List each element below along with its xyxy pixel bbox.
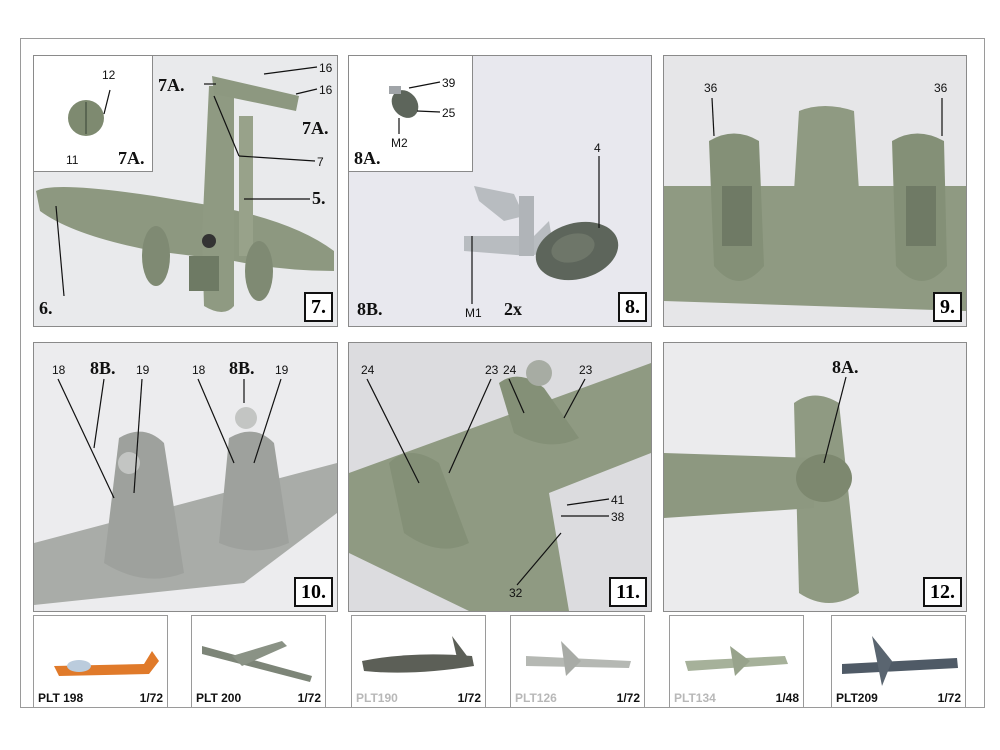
product-thumb-plt200[interactable]: PLT 200 1/72 [191, 615, 326, 708]
callout-m1: M1 [465, 306, 482, 320]
part-12-disc [68, 100, 104, 136]
callout-19-right: 19 [275, 363, 289, 377]
step-12-photo [664, 395, 859, 603]
step-10-photo [34, 407, 337, 605]
callout-23-mid: 23 [485, 363, 499, 377]
product-scale: 1/72 [297, 691, 321, 705]
callout-7: 7 [317, 155, 324, 169]
quantity-2x: 2x [504, 299, 522, 319]
product-thumb-plt198[interactable]: PLT 198 1/72 [33, 615, 168, 708]
leader-lines-8a [398, 81, 441, 134]
aircraft-image [202, 641, 312, 682]
product-thumb-plt209[interactable]: PLT209 1/72 [831, 615, 966, 708]
leader-lines-10 [57, 378, 282, 499]
step-11-panel: 24 23 24 23 41 38 32 11. [348, 342, 652, 612]
callout-4: 4 [594, 141, 601, 155]
product-scale: 1/72 [937, 691, 961, 705]
inset-label-7a: 7A. [118, 148, 145, 168]
step-number-11: 11. [609, 577, 647, 607]
step-number-7: 7. [304, 292, 333, 322]
inset-label-8a: 8A. [354, 148, 381, 168]
product-code: PLT134 [674, 691, 716, 705]
step-12-panel: 8A. 12. [663, 342, 967, 612]
product-scale: 1/72 [457, 691, 481, 705]
product-scale: 1/72 [616, 691, 640, 705]
step-11-photo [349, 360, 651, 611]
product-thumb-plt126[interactable]: PLT126 1/72 [510, 615, 645, 708]
label-8b-right: 8B. [229, 358, 255, 378]
step-number-10: 10. [294, 577, 333, 607]
callout-36-left: 36 [704, 81, 718, 95]
step-10-panel: 18 8B. 19 18 8B. 19 10. [33, 342, 338, 612]
callout-38: 38 [611, 510, 625, 524]
aircraft-image [362, 636, 474, 673]
product-code: PLT190 [356, 691, 398, 705]
step-7-photo [36, 76, 334, 312]
product-thumb-plt190[interactable]: PLT190 1/72 [351, 615, 486, 708]
step-9-photo [664, 106, 966, 311]
leader-lines-9 [711, 97, 943, 137]
step-8-photo [464, 186, 619, 281]
callout-19-left: 19 [136, 363, 150, 377]
label-6: 6. [39, 298, 53, 318]
callout-41: 41 [611, 493, 625, 507]
callout-18-right: 18 [192, 363, 206, 377]
product-thumb-plt134[interactable]: PLT134 1/48 [669, 615, 804, 708]
step-number-9: 9. [933, 292, 962, 322]
product-scale: 1/48 [775, 691, 799, 705]
step-7-panel: 12 11 7A. 7A. 16 16 7A. 7 5. 6. 7. [33, 55, 338, 327]
product-code: PLT 198 [38, 691, 84, 705]
callout-23-right: 23 [579, 363, 593, 377]
callout-18-left: 18 [52, 363, 66, 377]
callout-16-top: 16 [319, 61, 333, 75]
label-8a: 8A. [832, 357, 859, 377]
callout-m2: M2 [391, 136, 408, 150]
leader-lines-7 [55, 66, 318, 297]
label-8b: 8B. [357, 299, 383, 319]
callout-24-mid: 24 [503, 363, 517, 377]
step-8a-inset: 39 25 M2 8A. [349, 56, 473, 172]
product-scale: 1/72 [139, 691, 163, 705]
product-code: PLT 200 [196, 691, 242, 705]
label-7a-right: 7A. [302, 118, 329, 138]
aircraft-image [685, 646, 788, 676]
aircraft-image [54, 651, 159, 676]
callout-36-right: 36 [934, 81, 948, 95]
step-number-8: 8. [618, 292, 647, 322]
leader-lines-11 [366, 378, 610, 586]
step-7a-inset: 12 11 7A. [34, 56, 153, 172]
callout-11: 11 [66, 153, 79, 167]
leader-lines-8 [471, 156, 600, 304]
part-25-body [389, 86, 419, 118]
label-7a-left: 7A. [158, 75, 185, 95]
callout-32: 32 [509, 586, 523, 600]
callout-24-left: 24 [361, 363, 375, 377]
callout-39: 39 [442, 76, 456, 90]
label-5: 5. [312, 188, 326, 208]
step-9-panel: 36 36 9. [663, 55, 967, 327]
step-number-12: 12. [923, 577, 962, 607]
step-8-panel: 39 25 M2 8A. 4 M1 8B. 2x 8. [348, 55, 652, 327]
callout-25: 25 [442, 106, 456, 120]
leader-lines-12 [823, 376, 847, 464]
product-code: PLT209 [836, 691, 878, 705]
product-code: PLT126 [515, 691, 557, 705]
callout-12: 12 [102, 68, 116, 82]
callout-16-mid: 16 [319, 83, 333, 97]
aircraft-image [842, 636, 958, 686]
aircraft-image [526, 641, 631, 676]
label-8b-left: 8B. [90, 358, 116, 378]
